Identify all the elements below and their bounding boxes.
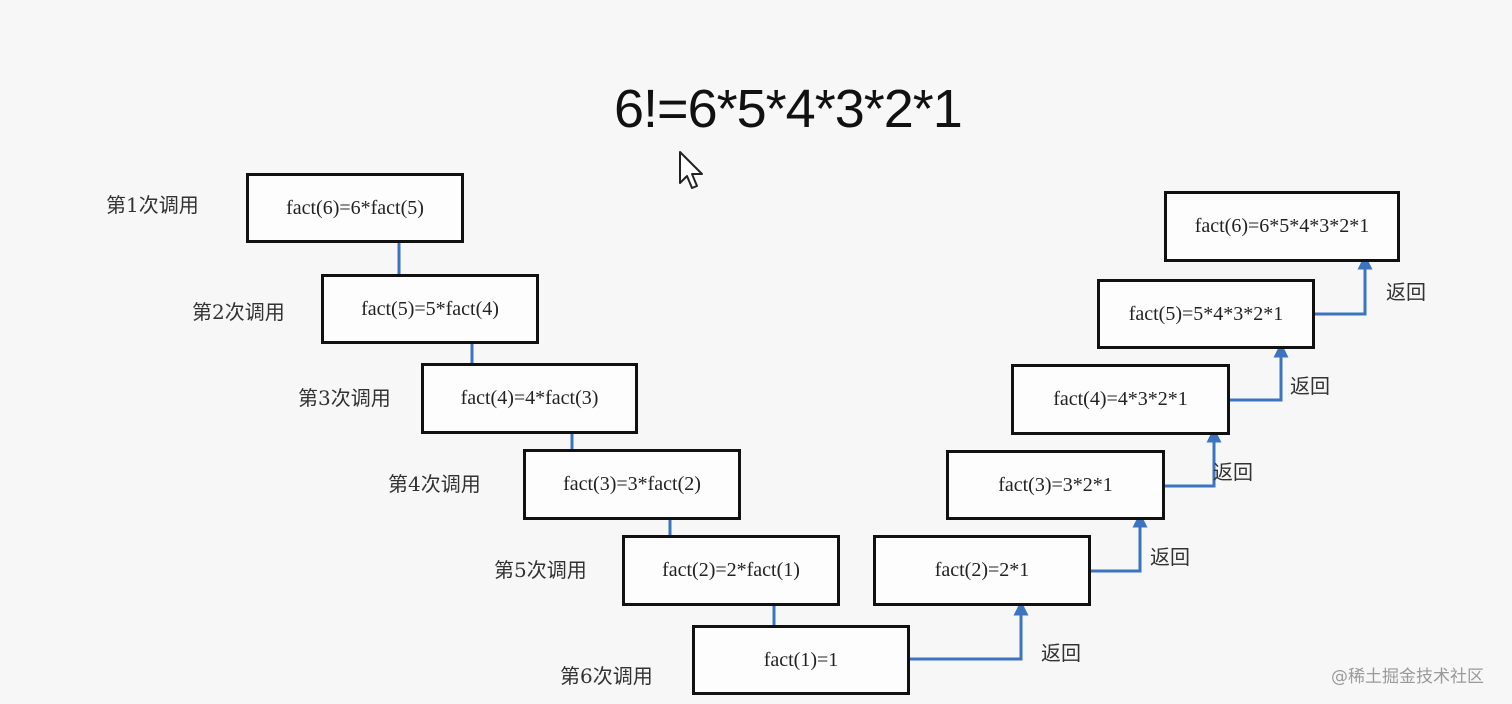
watermark: @稀土掘金技术社区 [1331, 667, 1484, 687]
return-box-5: fact(6)=6*5*4*3*2*1 [1164, 191, 1400, 262]
return-arrow-3 [1164, 427, 1222, 488]
call-label-1: 第1次调用 [106, 193, 199, 217]
call-label-2: 第2次调用 [192, 300, 285, 324]
return-arrow-5 [1314, 254, 1373, 316]
call-box-5: fact(2)=2*fact(1) [622, 535, 840, 606]
return-box-4: fact(5)=5*4*3*2*1 [1097, 279, 1315, 349]
call-box-6: fact(1)=1 [692, 625, 910, 695]
return-label-5: 返回 [1386, 280, 1426, 304]
call-label-3: 第3次调用 [298, 386, 391, 410]
call-label-6: 第6次调用 [560, 664, 653, 688]
return-label-3: 返回 [1213, 460, 1253, 484]
call-box-3: fact(4)=4*fact(3) [421, 363, 638, 434]
call-label-4: 第4次调用 [388, 472, 481, 496]
formula-title: 6!=6*5*4*3*2*1 [614, 79, 963, 139]
return-label-1: 返回 [1041, 641, 1081, 665]
call-box-2: fact(5)=5*fact(4) [321, 274, 539, 344]
mouse-pointer-icon [679, 151, 703, 189]
call-label-5: 第5次调用 [494, 558, 587, 582]
return-box-2: fact(3)=3*2*1 [946, 450, 1165, 520]
call-box-4: fact(3)=3*fact(2) [523, 449, 741, 520]
return-box-1: fact(2)=2*1 [873, 535, 1091, 606]
return-arrow-4 [1229, 342, 1289, 402]
return-box-3: fact(4)=4*3*2*1 [1011, 364, 1230, 435]
return-arrow-1 [908, 600, 1029, 661]
return-label-2: 返回 [1150, 545, 1190, 569]
return-arrow-2 [1089, 512, 1148, 573]
call-box-1: fact(6)=6*fact(5) [246, 173, 464, 243]
return-label-4: 返回 [1290, 374, 1330, 398]
